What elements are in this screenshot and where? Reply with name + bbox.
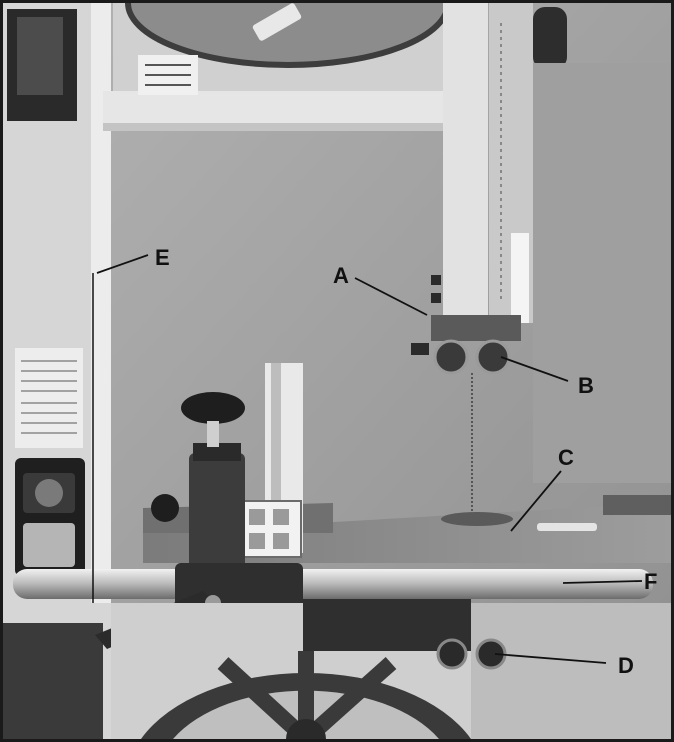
side-knob [151, 494, 179, 522]
table-extension [603, 495, 671, 515]
callout-label-e: E [155, 245, 170, 270]
callout-label-b: B [578, 373, 594, 398]
upper-guide-block [431, 315, 521, 341]
callout-label-a: A [333, 263, 349, 288]
callout-label-d: D [618, 653, 634, 678]
throat-plate [441, 512, 513, 526]
lower-left-base [3, 623, 103, 739]
table-insert-key [537, 523, 597, 531]
bandsaw-photo [3, 3, 671, 739]
leader-f [562, 580, 643, 584]
leader-b [500, 356, 569, 382]
callout-label-c: C [558, 445, 574, 470]
leader-a [354, 277, 428, 316]
lower-guide-bearing-left [436, 638, 468, 670]
upper-wheel [125, 3, 451, 68]
upper-guide-bearing-left [433, 339, 469, 375]
leader-c [510, 470, 562, 532]
upper-guide-bearing-right [475, 339, 511, 375]
left-cabinet-edge [91, 3, 111, 603]
guide-post [443, 3, 488, 323]
warning-label [15, 348, 83, 448]
callout-label-f: F [644, 569, 658, 594]
leader-e [96, 254, 149, 274]
upper-right-knob [533, 7, 567, 69]
fence-clamp-body [189, 453, 245, 593]
upper-shelf [103, 91, 443, 127]
leader-d [494, 653, 607, 664]
right-wall-panel [533, 63, 671, 483]
fence-rail [13, 569, 653, 599]
fence-lock-knob [181, 392, 245, 424]
callout-leaders [96, 254, 643, 664]
